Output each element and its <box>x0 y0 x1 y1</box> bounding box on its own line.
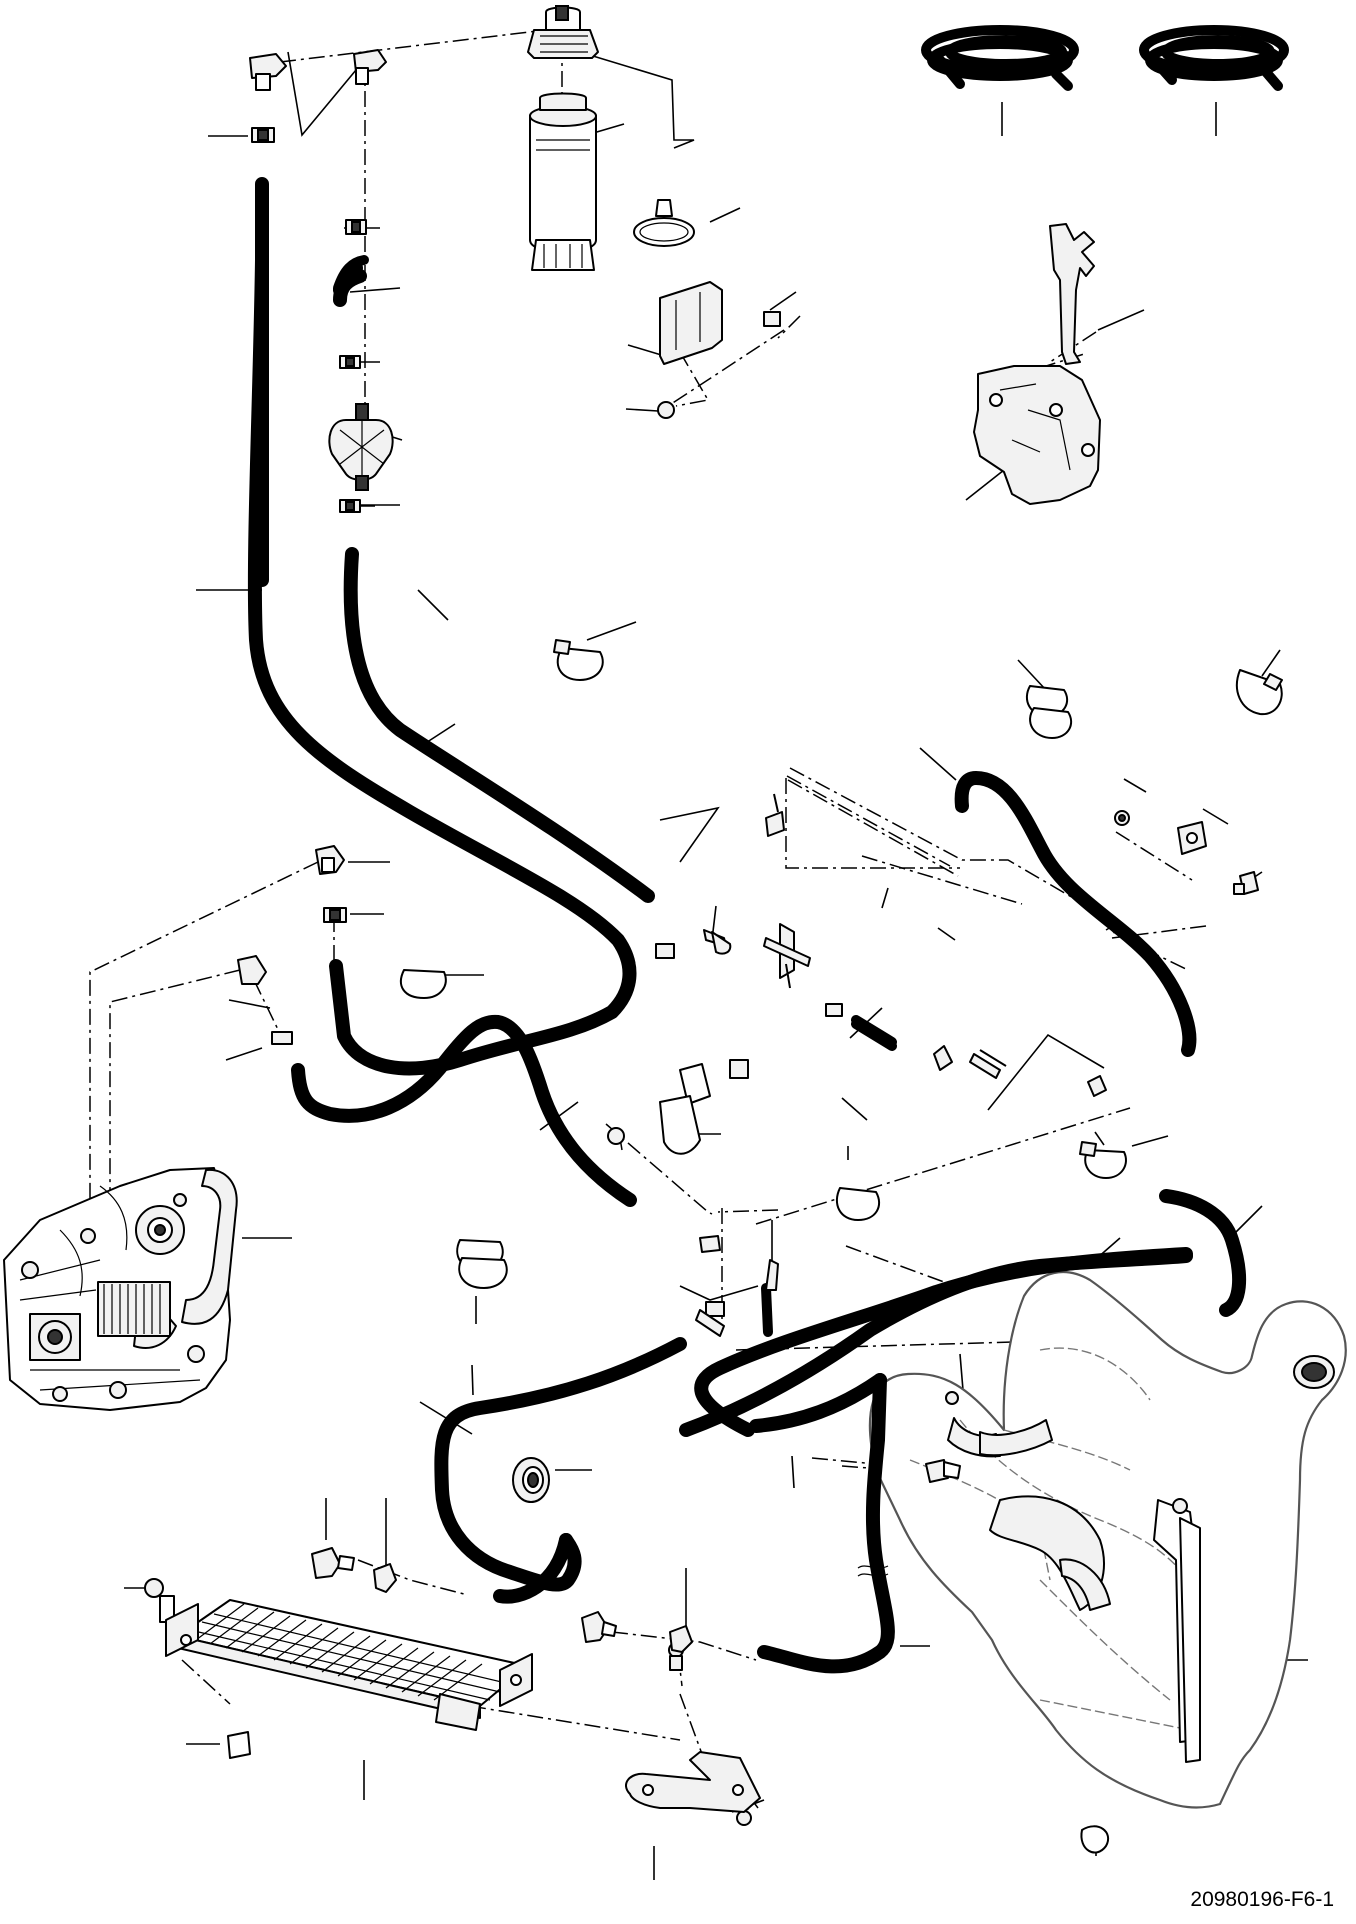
hose-cooler-loop <box>434 1337 687 1592</box>
hose-tank-top <box>954 771 1197 1057</box>
hose-engine-return <box>291 1014 637 1207</box>
tank-fitting <box>925 1459 961 1483</box>
bolts-and-nuts <box>144 810 1259 1854</box>
fuel-cooler <box>165 1599 533 1731</box>
coiled-hoses <box>921 25 1289 91</box>
engine-fins <box>97 1281 171 1337</box>
engine-block <box>3 1167 238 1411</box>
hose-return <box>343 547 655 903</box>
hose-tank-feed <box>694 1247 1193 1437</box>
mounting-brackets <box>973 223 1101 505</box>
hose-break-marks <box>857 1565 889 1577</box>
engine-side-fittings <box>237 845 779 1337</box>
hose-clamps <box>399 639 1283 1289</box>
fuel-filter-assembly <box>527 5 781 419</box>
hose-stubs <box>333 261 897 1337</box>
hose-cooler-out <box>493 1533 573 1604</box>
hose-right-bend <box>1159 1189 1247 1317</box>
coil-left <box>921 25 1079 91</box>
grommet <box>512 1457 550 1503</box>
cooler-bracket <box>625 1751 761 1813</box>
fuel-tank <box>868 1270 1347 1809</box>
inline-fittings <box>655 793 1107 1097</box>
coil-right <box>1139 25 1289 91</box>
priming-bulb-and-fittings <box>249 49 394 513</box>
figure-reference-number: 20980196-F6-1 <box>1190 1888 1334 1911</box>
fuel-hoses <box>247 177 1247 1674</box>
hose-main-feed <box>247 177 637 1076</box>
cooler-fittings <box>311 1547 693 1653</box>
hose-vertical-tank <box>757 1373 895 1674</box>
hose-lower-return <box>749 1373 887 1433</box>
